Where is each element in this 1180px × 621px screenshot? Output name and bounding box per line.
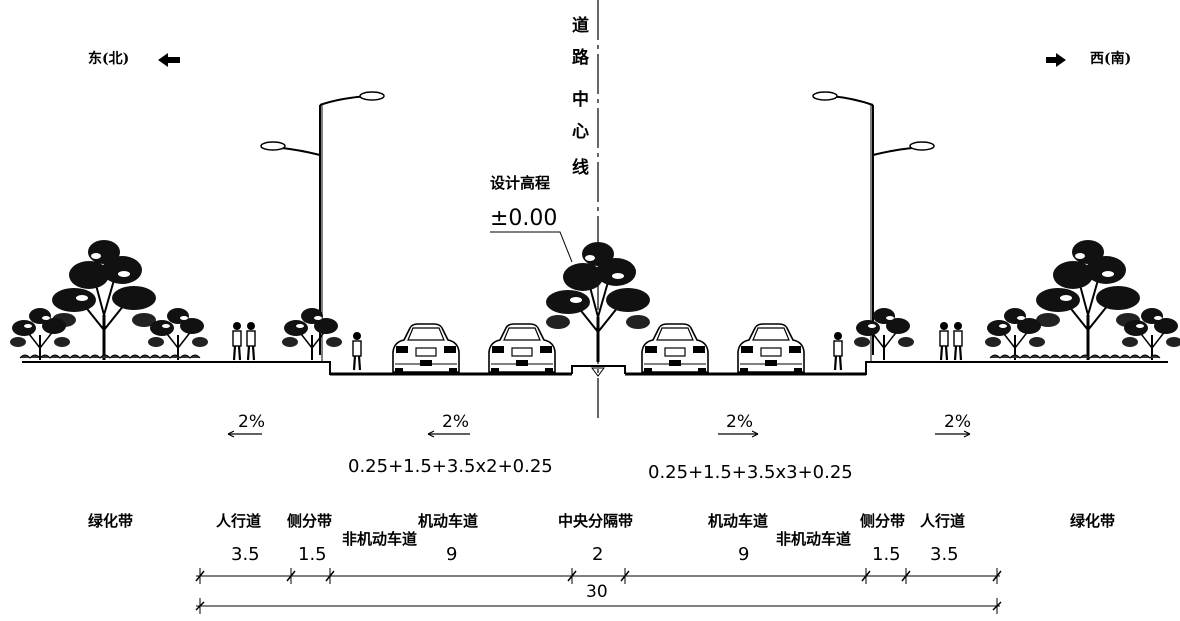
zone-side-divider-left-label: 侧分带 [287, 512, 333, 530]
zone-median-label: 中央分隔带 [558, 512, 634, 530]
shrub-right-2 [984, 307, 1046, 361]
slope-label: 2% [944, 412, 971, 432]
zone-sidewalk-left-width: 3.5 [231, 544, 260, 565]
cyclist-right [832, 330, 844, 372]
street-lamp-right [812, 91, 935, 362]
slope-label: 2% [238, 412, 265, 432]
car-left-1 [392, 323, 460, 375]
centerline-char: 心 [572, 122, 589, 142]
elevation-leader [490, 231, 573, 263]
centerline-char: 中 [572, 90, 589, 110]
zone-side-divider-right-label: 侧分带 [860, 512, 906, 530]
dimension-line-total [195, 598, 1002, 614]
car-right-2 [737, 323, 805, 375]
pedestrian-left-2 [245, 320, 257, 362]
zone-sidewalk-right-width: 3.5 [930, 544, 959, 565]
shrub-left-2 [147, 307, 209, 361]
zone-non-motor-left-label: 非机动车道 [342, 530, 418, 548]
design-elevation-label: 设计高程 [490, 174, 551, 192]
pedestrian-left-1 [231, 320, 243, 362]
zone-side-divider-left-width: 1.5 [298, 544, 327, 565]
hedge-right [989, 354, 1161, 359]
total-width-value: 30 [586, 582, 608, 602]
shrub-right-1 [853, 307, 915, 361]
right-arrow-icon [1046, 53, 1066, 67]
zone-motor-left-label: 机动车道 [418, 512, 479, 530]
pedestrian-right-1 [938, 320, 950, 362]
centerline-char: 路 [572, 48, 589, 68]
formula-right: 0.25+1.5+3.5x3+0.25 [648, 462, 853, 483]
zone-green-right: 绿化带 [1070, 512, 1116, 530]
design-elevation-value: ±0.00 [490, 206, 558, 231]
slope-label: 2% [442, 412, 469, 432]
cyclist-left [351, 330, 363, 372]
centerline-char: 道 [572, 16, 589, 36]
centerline-marker [591, 367, 605, 377]
formula-left: 0.25+1.5+3.5x2+0.25 [348, 456, 553, 477]
zone-motor-right-label: 机动车道 [708, 512, 769, 530]
direction-label-right: 西(南) [1090, 51, 1132, 67]
hedge-left [19, 354, 201, 359]
car-left-2 [488, 323, 556, 375]
centerline-char: 线 [572, 158, 589, 178]
zone-side-divider-right-width: 1.5 [872, 544, 901, 565]
pedestrian-right-2 [952, 320, 964, 362]
zone-motor-right-width: 9 [738, 544, 750, 565]
direction-label-left: 东(北) [88, 51, 130, 67]
zone-median-width: 2 [592, 544, 604, 565]
dimension-line-segments [195, 567, 1002, 585]
shrub-left-3 [281, 307, 343, 361]
zone-non-motor-right-label: 非机动车道 [776, 530, 852, 548]
slope-label: 2% [726, 412, 753, 432]
car-right-1 [641, 323, 709, 375]
left-arrow-icon [158, 53, 180, 67]
zone-green-left: 绿化带 [88, 512, 134, 530]
zone-sidewalk-right-label: 人行道 [920, 512, 966, 530]
zone-sidewalk-left-label: 人行道 [216, 512, 262, 530]
slope-arrows [227, 430, 971, 438]
zone-motor-left-width: 9 [446, 544, 458, 565]
